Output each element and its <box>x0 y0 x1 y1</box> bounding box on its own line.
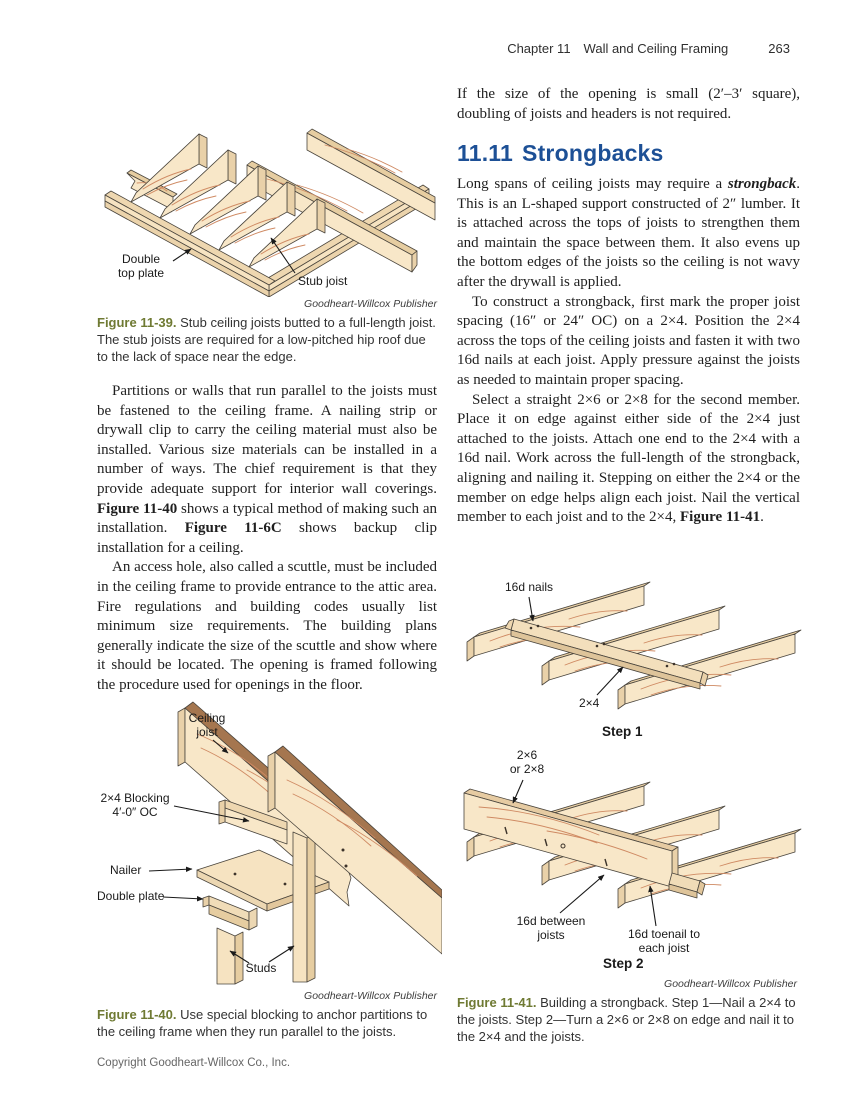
figure-11-41-credit: Goodheart-Willcox Publisher <box>664 978 797 990</box>
figure-11-39-caption-text: Stub ceiling joists butted to a full-len… <box>97 315 436 364</box>
section-number: 11.11 <box>457 140 514 166</box>
copyright-notice: Copyright Goodheart-Willcox Co., Inc. <box>97 1057 291 1069</box>
paragraph-text: Select a straight 2×6 or 2×8 for the sec… <box>457 391 800 526</box>
paragraph-second-member: Select a straight 2×6 or 2×8 for the sec… <box>457 391 800 528</box>
figure-11-6c-reference: Figure 11-6C <box>184 520 282 537</box>
paragraph-construct-strongback: To construct a strongback, first mark th… <box>457 293 800 388</box>
paragraph-text: Partitions or walls that run parallel to… <box>97 383 437 497</box>
figure-11-39-caption: Figure 11-39. Stub ceiling joists butted… <box>97 314 437 365</box>
label-double-plate: Double plate <box>97 889 165 903</box>
chapter-label: Chapter 11 <box>507 41 571 56</box>
paragraph-strongback-intro: Long spans of ceiling joists may require… <box>457 175 800 293</box>
figure-11-41-reference: Figure 11-41 <box>680 509 761 526</box>
paragraph-text: Long spans of ceiling joists may require… <box>457 176 728 192</box>
figure-11-41-step2: 2×6 or 2×8 16d between joists 16d toenai… <box>457 747 862 977</box>
page-number: 263 <box>768 41 790 56</box>
label-ceiling-joist: Ceiling joist <box>188 711 226 739</box>
figure-11-41-caption-text: Building a strongback. Step 1—Nail a 2×4… <box>457 995 796 1044</box>
figure-11-40-caption: Figure 11-40. Use special blocking to an… <box>97 1006 437 1040</box>
strongback-term: strongback <box>727 176 797 192</box>
figure-11-39-caption-label: Figure 11-39. <box>97 315 177 330</box>
section-title: Strongbacks <box>522 140 664 166</box>
figure-11-39: Double top plate Stub joist <box>97 85 437 297</box>
strongback-step2-illustration <box>463 779 802 927</box>
label-stub-joist: Stub joist <box>298 274 348 288</box>
figure-11-40-credit: Goodheart-Willcox Publisher <box>304 990 437 1002</box>
step2-label: Step 2 <box>603 956 644 971</box>
label-2x4: 2×4 <box>579 696 600 710</box>
label-16d-between-joists: 16d between joists <box>516 914 586 942</box>
paragraph-text: shows a typical method of making such an… <box>97 500 437 537</box>
label-2x6-or-2x8: 2×6 or 2×8 <box>509 748 545 776</box>
label-studs: Studs <box>245 961 277 975</box>
section-heading-strongbacks: 11.11 Strongbacks <box>457 140 664 167</box>
paragraph-text: . This is an L-shaped support constructe… <box>457 176 800 290</box>
label-16d-nails: 16d nails <box>505 580 554 594</box>
step1-label: Step 1 <box>602 724 643 739</box>
label-nailer: Nailer <box>110 863 142 877</box>
figure-11-40-reference: Figure 11-40 <box>97 500 178 517</box>
figure-11-41-caption-label: Figure 11-41. <box>457 995 537 1010</box>
label-2x4-blocking: 2×4 Blocking 4′-0″ OC <box>100 791 170 819</box>
chapter-title: Wall and Ceiling Framing <box>583 41 729 56</box>
paragraph-text: . <box>760 509 764 526</box>
left-body-text: Partitions or walls that run parallel to… <box>97 382 437 696</box>
figure-11-41-step1: 16d nails 2×4 Step 1 <box>457 575 862 747</box>
strongback-step1-illustration <box>466 581 802 710</box>
paragraph-access-hole: An access hole, also called a scuttle, m… <box>97 559 437 693</box>
paragraph-text: shows backup clip installation for a cei… <box>97 520 437 556</box>
figure-11-41-caption: Figure 11-41. Building a strongback. Ste… <box>457 994 800 1045</box>
page-header: Chapter 11 Wall and Ceiling Framing 263 <box>507 41 790 56</box>
stub-joist-illustration <box>104 128 436 297</box>
figure-11-40-caption-text: Use special blocking to anchor partition… <box>97 1007 428 1039</box>
right-body-text: Long spans of ceiling joists may require… <box>457 175 800 528</box>
figure-11-40-caption-label: Figure 11-40. <box>97 1007 177 1022</box>
figure-11-39-credit: Goodheart-Willcox Publisher <box>304 298 437 310</box>
figure-11-40: Ceiling joist 2×4 Blocking 4′-0″ OC Nail… <box>97 700 442 988</box>
paragraph-partitions: Partitions or walls that run parallel to… <box>97 382 437 558</box>
label-16d-toenail: 16d toenail to each joist <box>627 927 701 955</box>
paragraph-opening-size: If the size of the opening is small (2′–… <box>457 86 800 122</box>
label-double-top-plate: Double top plate <box>117 252 165 280</box>
blocking-illustration <box>148 701 442 985</box>
figure-11-41: 16d nails 2×4 Step 1 <box>457 575 862 1053</box>
